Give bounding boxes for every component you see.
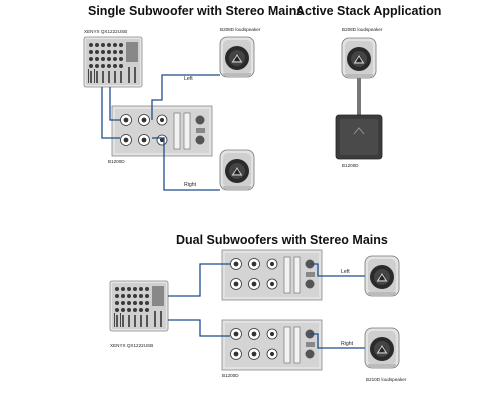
cable-mixer-to-sub [101, 87, 120, 139]
cable-mixer-to-sub1 [168, 263, 230, 297]
cable-mixer-to-sub2 [168, 319, 230, 337]
bottom-subwoofer-label: B1200D [222, 373, 239, 378]
top-subwoofer-label: B1200D [108, 159, 125, 164]
bottom-mixer-label: XENYX QX1222USB [110, 343, 153, 348]
bottom-mixer [109, 280, 169, 332]
cable-sub-to-left-speaker [151, 74, 220, 120]
top-speaker-left-label: B208D loudspeaker [220, 27, 261, 32]
top-mixer [83, 36, 143, 88]
top-speaker-left [219, 36, 255, 78]
right-label-bottom: Right [341, 341, 354, 347]
active-speaker-label: B208D loudspeaker [342, 27, 383, 32]
title-single-subwoofer: Single Subwoofer with Stereo Mains [88, 4, 303, 18]
active-subwoofer-label: B1200D [342, 163, 359, 168]
cable-sub2-to-right-speaker [310, 333, 365, 349]
cable-sub-to-right-speaker [152, 137, 220, 191]
cable-sub1-to-left-speaker [310, 263, 365, 277]
bottom-subwoofer-panel-2 [221, 319, 323, 371]
left-label-bottom: Left [341, 269, 350, 275]
top-mixer-label: XENYX QX1222USB [84, 29, 127, 34]
title-active-stack: Active Stack Application [296, 4, 441, 18]
right-label-top: Right [184, 182, 197, 188]
bottom-speaker-left [364, 255, 400, 297]
active-subwoofer [335, 114, 383, 160]
top-subwoofer-panel [111, 105, 213, 157]
active-pole [357, 78, 361, 115]
bottom-speaker-label: B210D loudspeaker [366, 377, 407, 382]
title-dual-subwoofers: Dual Subwoofers with Stereo Mains [176, 233, 388, 247]
bottom-subwoofer-panel-1 [221, 249, 323, 301]
bottom-speaker-right [364, 327, 400, 369]
active-speaker [341, 37, 377, 79]
left-label-top: Left [184, 76, 193, 82]
cable-mixer-to-sub-2 [109, 87, 120, 121]
top-speaker-right [219, 149, 255, 191]
